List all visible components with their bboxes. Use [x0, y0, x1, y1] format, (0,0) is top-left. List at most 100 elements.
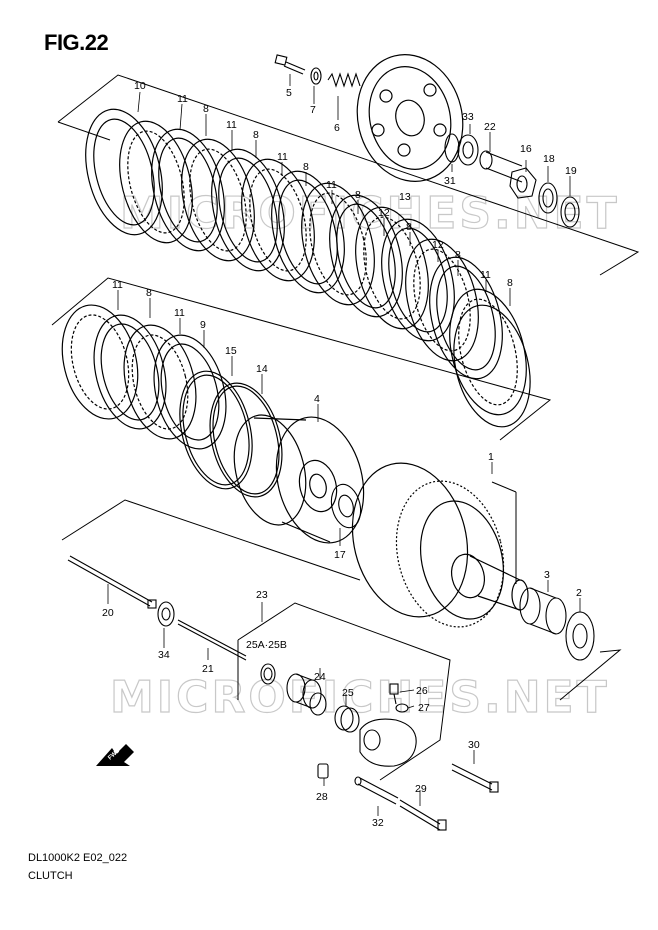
- spring-25: [334, 705, 360, 733]
- callout-7: 7: [310, 104, 316, 116]
- callout-11-f: 11: [112, 279, 123, 291]
- callout-15: 15: [225, 345, 237, 357]
- callout-11-d: 11: [326, 179, 337, 191]
- washer-17: [330, 483, 362, 529]
- washer-19: [560, 196, 580, 228]
- group-outline-lower: [61, 499, 622, 701]
- ring-14: [209, 382, 283, 498]
- plate-11e: [449, 288, 527, 416]
- callout-8-f: 8: [455, 249, 461, 261]
- callout-33: 33: [462, 111, 474, 123]
- upper-plate-stack: [85, 108, 527, 416]
- callout-34: 34: [158, 649, 170, 661]
- ring-25: [309, 692, 327, 716]
- callout-1: 1: [488, 451, 494, 463]
- figure-title: FIG.22: [44, 30, 109, 55]
- group-outline-upper: [57, 74, 640, 276]
- bearing-33: [457, 134, 479, 166]
- callout-2: 2: [576, 587, 582, 599]
- callout-24: 24: [314, 671, 326, 683]
- callout-6: 6: [334, 122, 340, 134]
- callout-8-b: 8: [253, 129, 259, 141]
- pushrod-21: [177, 619, 247, 661]
- washer-7: [310, 67, 322, 85]
- watermark-top: MICROFICHES.NET: [120, 188, 620, 239]
- bolt-5: [274, 54, 306, 75]
- callout-8-a: 8: [203, 103, 209, 115]
- pushrod-22: [479, 150, 523, 183]
- plate-8b: [211, 148, 285, 272]
- plate-8f: [429, 256, 503, 380]
- washer-31: [444, 133, 460, 163]
- callout-4: 4: [314, 393, 320, 405]
- callout-11-e: 11: [480, 269, 491, 281]
- spring-6: [327, 72, 361, 88]
- callout-11-c: 11: [277, 151, 288, 163]
- callout-20: 20: [102, 607, 114, 619]
- pushrod-20: [67, 555, 157, 609]
- washer-18: [538, 182, 558, 214]
- bleeder-26: [389, 683, 399, 705]
- callout-30: 30: [468, 739, 480, 751]
- callout-26: 26: [416, 685, 428, 697]
- callout-29: 29: [415, 783, 427, 795]
- callout-3: 3: [544, 569, 550, 581]
- group-outline-middle: [51, 277, 552, 441]
- leader-lines: [107, 74, 581, 816]
- callout-16: 16: [520, 143, 532, 155]
- callout-8-e: 8: [406, 221, 412, 233]
- callout-22: 22: [484, 121, 496, 133]
- callout-27: 27: [418, 702, 430, 714]
- ring-15: [179, 370, 253, 490]
- callout-31: 31: [444, 175, 456, 187]
- plate-11g: [123, 324, 197, 440]
- bolt-29: [399, 799, 447, 831]
- callout-14: 14: [256, 363, 268, 375]
- model-code: DL1000K2 E02_022: [28, 852, 128, 864]
- callout-12-a: 12: [378, 207, 390, 219]
- callout-18: 18: [543, 153, 555, 165]
- forward-arrow-icon: FWD: [96, 744, 134, 766]
- callout-25: 25: [342, 687, 354, 699]
- callout-10: 10: [134, 80, 146, 92]
- release-cylinder-23: [359, 718, 417, 767]
- callout-9: 9: [200, 319, 206, 331]
- plate-9: [153, 334, 227, 450]
- callout-8-g: 8: [507, 277, 513, 289]
- group-outline-release: [237, 602, 451, 781]
- callout-12-b: 12: [432, 239, 444, 251]
- plate-8a: [151, 128, 225, 252]
- bolt-30: [451, 763, 499, 793]
- plate-11a: [119, 120, 193, 244]
- callout-11-b: 11: [226, 119, 237, 131]
- plate-8c: [271, 170, 345, 294]
- plate-8h: [453, 304, 531, 428]
- middle-plate-stack: [61, 304, 531, 498]
- callout-11-a: 11: [177, 93, 188, 105]
- callout-21: 21: [202, 663, 214, 675]
- dowel-28: [317, 763, 329, 779]
- spacer-2: [565, 611, 595, 661]
- plate-8d: [329, 194, 403, 318]
- needle-bearing-3: [519, 587, 567, 635]
- callout-13: 13: [399, 191, 411, 203]
- oil-seal-34: [157, 601, 175, 627]
- pressure-plate: [356, 54, 464, 182]
- callout-8-c: 8: [303, 161, 309, 173]
- clutch-hub-4: [233, 414, 365, 544]
- callout-5: 5: [286, 87, 292, 99]
- callout-8-d: 8: [355, 189, 361, 201]
- callout-11-g: 11: [174, 307, 185, 319]
- callout-28: 28: [316, 791, 328, 803]
- callout-32: 32: [372, 817, 384, 829]
- piston-25a: [260, 663, 276, 685]
- pin-32: [354, 776, 399, 805]
- watermark-bottom: MICROFICHES.NET: [110, 672, 610, 723]
- callout-23: 23: [256, 589, 268, 601]
- callout-25a-25b: 25A·25B: [246, 639, 287, 651]
- clutch-housing-1: [351, 462, 529, 628]
- callout-19: 19: [565, 165, 577, 177]
- plate-11f: [61, 304, 139, 420]
- callout-17: 17: [334, 549, 346, 561]
